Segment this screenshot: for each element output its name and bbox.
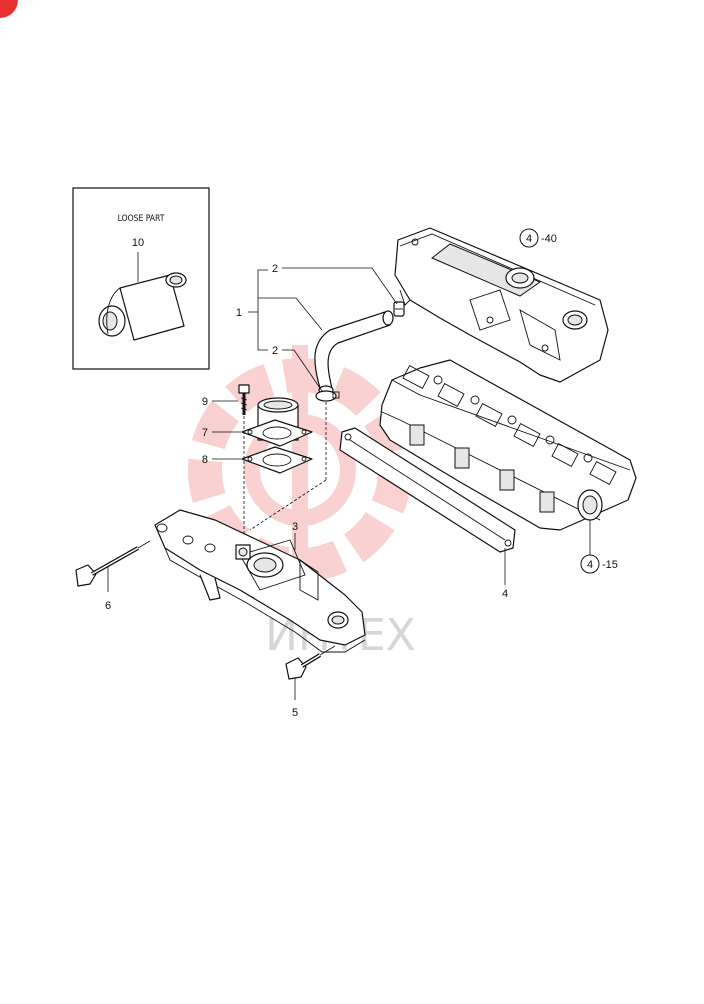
callout-gasket-lower: 8 xyxy=(202,454,208,466)
manifold-gasket xyxy=(339,427,516,553)
hose-clamp-upper xyxy=(393,301,405,317)
callout-bolt-small: 9 xyxy=(202,396,208,408)
ref-cylinder-head-group: 4 xyxy=(587,559,593,571)
head-cover xyxy=(394,227,609,383)
bolt-short xyxy=(285,645,336,680)
callout-bracket xyxy=(248,267,398,392)
ref-cylinder-head-circle xyxy=(580,554,600,574)
loose-part-title: LOOSE PART xyxy=(118,214,165,224)
loose-part-filter-icon xyxy=(98,272,187,341)
loose-part-box: LOOSE PART 10 xyxy=(72,187,210,370)
callout-manifold: 3 xyxy=(292,521,298,533)
intake-manifold xyxy=(154,509,366,653)
bolt-long xyxy=(75,540,151,587)
corner-badge xyxy=(0,0,18,18)
callout-bolt-long: 6 xyxy=(105,600,111,612)
callout-clamp-lower: 2 xyxy=(272,345,278,357)
callout-clamp-upper: 2 xyxy=(272,263,278,275)
loose-part-number: 10 xyxy=(132,237,144,249)
callout-gasket: 4 xyxy=(502,588,508,600)
ref-head-cover-group: 4 xyxy=(526,233,532,245)
ref-head-cover-suffix: -40 xyxy=(541,233,557,245)
ref-cylinder-head-suffix: -15 xyxy=(602,559,618,571)
bolt-small xyxy=(238,384,250,415)
hose-clamp-lower xyxy=(315,390,340,402)
callout-bolt-short: 5 xyxy=(292,707,298,719)
cylinder-head xyxy=(379,359,637,531)
callout-hose-assembly: 1 xyxy=(236,307,242,319)
callout-gasket-upper: 7 xyxy=(202,427,208,439)
ref-head-cover-circle xyxy=(519,228,539,248)
thermostat-gasket-upper xyxy=(241,419,313,447)
thermostat-gasket-lower xyxy=(241,446,313,474)
